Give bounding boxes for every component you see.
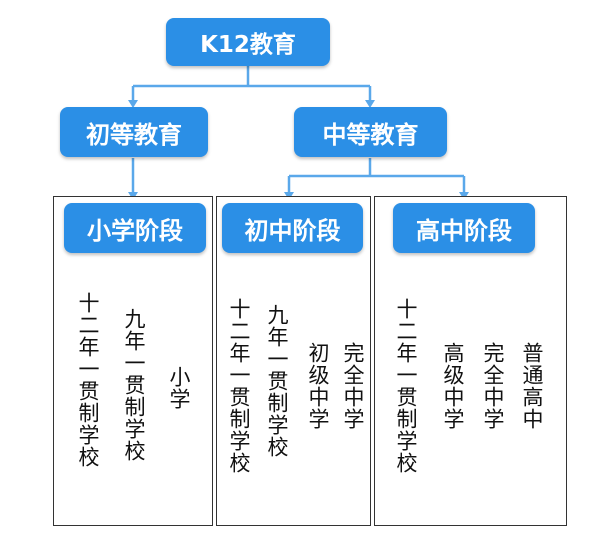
school-type-item: 初级中学 (306, 342, 330, 430)
school-type-item: 小学 (167, 366, 191, 410)
secondary-connector (287, 158, 466, 196)
school-type-item: 十二年一贯制学校 (227, 298, 251, 474)
school-type-item: 普通高中 (520, 342, 544, 430)
school-type-item: 高级中学 (441, 342, 465, 430)
school-type-item: 完全中学 (341, 342, 365, 430)
node-senior-stage: 高中阶段 (393, 203, 535, 253)
node-secondary-education: 中等教育 (294, 107, 447, 157)
node-primary-education: 初等教育 (60, 107, 208, 157)
school-type-item: 十二年一贯制学校 (76, 292, 100, 468)
school-type-item: 完全中学 (481, 342, 505, 430)
school-type-item: 九年一贯制学校 (122, 308, 146, 462)
node-primary-stage: 小学阶段 (64, 203, 206, 253)
root-node-k12: K12教育 (166, 18, 330, 66)
school-type-item: 九年一贯制学校 (265, 304, 289, 458)
school-type-item: 十二年一贯制学校 (394, 298, 418, 474)
root-connector (131, 66, 372, 104)
node-junior-stage: 初中阶段 (222, 203, 363, 253)
